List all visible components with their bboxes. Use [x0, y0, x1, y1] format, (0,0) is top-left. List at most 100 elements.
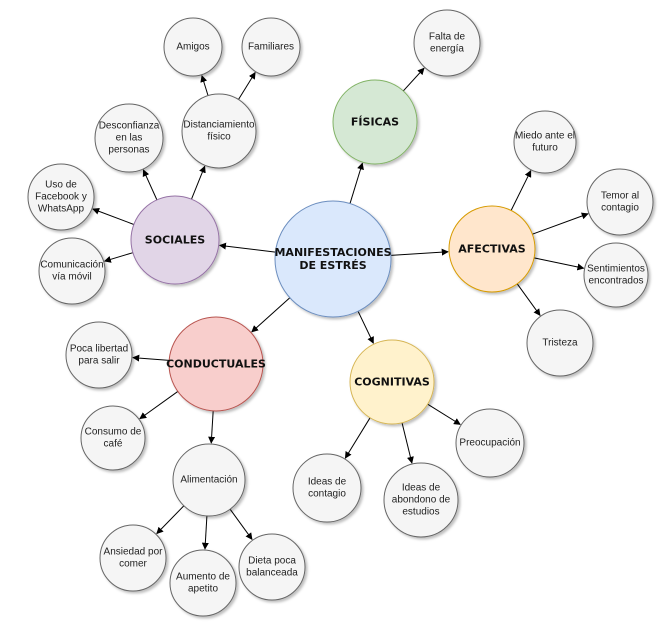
edge-center-to-afectivas: [390, 248, 449, 256]
leaf-desconfianza-label-line-2: personas: [108, 145, 149, 156]
leaf-uso-de-facebook-label-line-1: Facebook y: [35, 192, 87, 203]
leaf-consumo-de-cafe-circle: [80, 405, 146, 471]
center-node-manifestaciones-label-line-0: MANIFESTACIONES: [274, 246, 391, 259]
category-node-afectivas-label-line-0: AFECTIVAS: [458, 243, 525, 256]
leaf-sentimientos-encontrados-label-line-0: Sentimientos: [587, 264, 645, 275]
edge-center-to-conductuales: [251, 297, 291, 333]
leaf-comunicacion-via-movil-circle: [38, 237, 106, 305]
edge-distanciamiento-to-familiares: [238, 71, 256, 100]
edge-alimentacion-to-ansiedad: [156, 505, 185, 535]
edge-afectivas-to-temor: [532, 212, 589, 235]
leaf-uso-de-facebook-circle: [27, 163, 95, 231]
leaf-familiares-label-line-0: Familiares: [248, 42, 294, 53]
leaf-amigos-label-line-0: Amigos: [176, 42, 209, 53]
leaf-poca-libertad-circle: [65, 321, 133, 389]
category-node-afectivas[interactable]: AFECTIVAS: [448, 205, 536, 293]
leaf-miedo-ante-el-futuro-label-line-1: futuro: [532, 143, 558, 154]
edge-cognitivas-to-ideas_contagio: [344, 417, 371, 459]
category-node-cognitivas[interactable]: COGNITIVAS: [349, 339, 435, 425]
edge-sociales-to-distanciamiento: [191, 165, 206, 200]
leaf-temor-al-contagio-label-line-0: Temor al: [601, 191, 639, 202]
edge-alimentacion-to-dieta: [229, 508, 253, 541]
edge-fisicas-to-falta_energia: [402, 67, 425, 92]
leaf-ansiedad-por-comer-circle: [99, 524, 167, 592]
leaf-amigos[interactable]: Amigos: [163, 17, 223, 77]
edge-sociales-to-comunicacion: [103, 252, 134, 263]
leaf-poca-libertad-label-line-0: Poca libertad: [70, 344, 128, 355]
leaf-falta-de-energia-label-line-1: energía: [430, 44, 464, 55]
edge-alimentacion-to-aumento_apetito: [201, 515, 209, 550]
leaf-miedo-ante-el-futuro-circle: [513, 110, 577, 174]
edge-afectivas-to-miedo: [510, 170, 532, 211]
leaf-tristeza[interactable]: Tristeza: [526, 309, 594, 377]
leaf-aumento-de-apetito-label-line-1: apetito: [188, 584, 218, 595]
center-node-manifestaciones-circle: [274, 200, 392, 318]
leaf-tristeza-label-line-0: Tristeza: [542, 338, 578, 349]
leaf-ansiedad-por-comer-label-line-1: comer: [119, 559, 147, 570]
edge-conductuales-to-poca_libertad: [132, 354, 170, 362]
category-node-fisicas[interactable]: FÍSICAS: [332, 79, 418, 165]
leaf-aumento-de-apetito-label-line-0: Aumento de: [176, 572, 230, 583]
leaf-ideas-de-contagio-label-line-0: Ideas de: [308, 477, 347, 488]
edge-conductuales-to-consumo_cafe: [139, 391, 179, 420]
leaf-distanciamiento-fisico-label-line-1: físico: [207, 132, 231, 143]
leaf-amigos-circle: [163, 17, 223, 77]
leaf-distanciamiento-fisico-label-line-0: Distanciamiento: [183, 120, 255, 131]
category-node-fisicas-circle: [332, 79, 418, 165]
category-node-conductuales-label-line-0: CONDUCTUALES: [166, 358, 266, 371]
leaf-desconfianza-label-line-0: Desconfianza: [99, 121, 160, 132]
leaf-miedo-ante-el-futuro-label-line-0: Miedo ante el: [515, 131, 575, 142]
leaf-familiares-circle: [241, 17, 301, 77]
category-node-sociales-circle: [130, 195, 220, 285]
leaf-aumento-de-apetito-circle: [169, 549, 237, 617]
leaf-falta-de-energia-circle: [413, 9, 481, 77]
edge-cognitivas-to-preocupacion: [427, 403, 461, 425]
edge-sociales-to-uso_facebook: [92, 207, 135, 225]
edge-center-to-cognitivas: [357, 311, 374, 344]
leaf-alimentacion-label-line-0: Alimentación: [180, 475, 237, 486]
leaf-ideas-de-contagio-label-line-1: contagio: [308, 489, 346, 500]
leaf-ideas-de-abandono-circle: [383, 462, 459, 538]
leaf-distanciamiento-fisico-circle: [181, 93, 257, 169]
edge-afectivas-to-tristeza: [516, 283, 541, 317]
edge-center-to-sociales: [218, 242, 276, 253]
edge-afectivas-to-sentimientos: [533, 257, 585, 271]
leaf-preocupacion-label-line-0: Preocupación: [459, 438, 520, 449]
leaf-ideas-de-abandono-label-line-0: Ideas de: [402, 483, 441, 494]
leaf-familiares[interactable]: Familiares: [241, 17, 301, 77]
leaf-falta-de-energia-label-line-0: Falta de: [429, 32, 466, 43]
category-node-cognitivas-circle: [349, 339, 435, 425]
leaf-alimentacion[interactable]: Alimentación: [172, 443, 246, 517]
category-node-cognitivas-label-line-0: COGNITIVAS: [354, 376, 430, 389]
edge-distanciamiento-to-amigos: [200, 74, 209, 96]
category-node-fisicas-label-line-0: FÍSICAS: [351, 116, 399, 129]
leaf-preocupacion[interactable]: Preocupación: [455, 408, 525, 478]
edge-sociales-to-desconfianza: [142, 169, 158, 201]
leaf-uso-de-facebook-label-line-0: Uso de: [45, 180, 77, 191]
leaf-ideas-de-abandono-label-line-2: estudios: [402, 507, 439, 518]
category-node-conductuales[interactable]: CONDUCTUALES: [166, 316, 266, 412]
category-node-sociales[interactable]: SOCIALES: [130, 195, 220, 285]
leaf-desconfianza-circle: [94, 103, 164, 173]
leaf-consumo-de-cafe-label-line-1: café: [104, 439, 123, 450]
leaf-tristeza-circle: [526, 309, 594, 377]
leaf-ideas-de-contagio-circle: [292, 453, 362, 523]
